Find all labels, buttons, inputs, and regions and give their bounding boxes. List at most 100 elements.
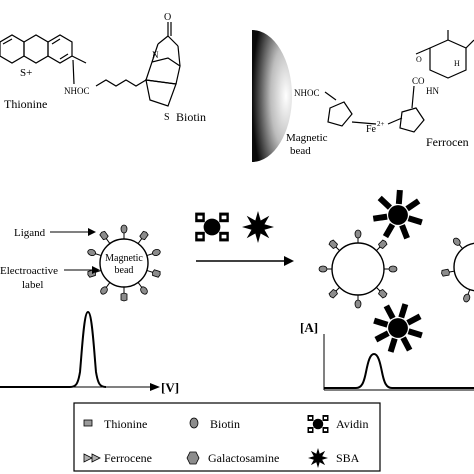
functionalized-bead-partial <box>441 237 474 303</box>
protein-arm <box>387 337 398 353</box>
label-head <box>152 269 161 278</box>
avidin-pocket <box>324 428 327 432</box>
avidin-pocket <box>221 234 227 239</box>
avidin-core <box>312 418 324 430</box>
sba-star <box>308 448 328 468</box>
protein-arm <box>407 215 423 226</box>
legend-sba: SBA <box>336 451 360 465</box>
biotin-n-label: N <box>152 50 159 60</box>
ligand-head <box>318 265 328 273</box>
voltammogram-right: [A] <box>300 320 474 391</box>
o-label: O <box>416 55 422 64</box>
right-axis-label: [A] <box>300 320 318 335</box>
biotin-label: Biotin <box>176 110 206 124</box>
magnetic-bead-shaded <box>252 30 292 162</box>
avidin-bound <box>372 189 423 240</box>
hn-label: HN <box>426 86 439 96</box>
avidin-pocket <box>309 428 312 432</box>
protein-arm <box>374 330 390 343</box>
avidin-protein <box>195 212 229 242</box>
protein-arm <box>383 304 396 320</box>
protein-arm <box>405 198 421 212</box>
label-head <box>120 292 128 302</box>
ligand-head <box>120 224 128 234</box>
functionalized-bead-right <box>318 189 423 353</box>
ligand-label: Ligand <box>14 227 46 239</box>
label-head <box>139 230 149 241</box>
legend-biotin: Biotin <box>210 417 240 431</box>
ferrocene-label: Ferrocen <box>426 135 469 149</box>
protein-arm <box>372 213 388 222</box>
avidin-pocket <box>309 416 312 420</box>
ligand-head <box>140 286 148 295</box>
thionine-icon <box>83 419 93 427</box>
biotin-icon <box>189 417 199 429</box>
label-head <box>328 239 338 249</box>
ligand-head <box>354 299 362 309</box>
protein-core <box>388 318 408 338</box>
h-label: H <box>454 59 460 68</box>
galactosamine-icon <box>186 451 200 465</box>
label-head <box>328 289 338 299</box>
bead-label-2: bead <box>115 265 134 276</box>
functionalized-bead-left: Magnetic bead <box>87 224 161 302</box>
legend-galactosamine: Galactosamine <box>208 451 279 465</box>
legend-avidin: Avidin <box>336 417 368 431</box>
iron-label: Fe <box>366 124 377 135</box>
protein-arm <box>382 223 396 239</box>
bead-amide-label: NHOC <box>294 88 320 98</box>
middle-scheme: Magnetic bead Ligand Electroactive label <box>0 189 474 353</box>
protein-arm <box>400 336 413 352</box>
magnetic-bead-partial <box>453 242 474 292</box>
ligand-head <box>100 286 108 295</box>
sba-icon <box>308 448 328 468</box>
co-label: CO <box>412 76 425 86</box>
protein-arm <box>407 328 423 339</box>
iron-charge-label: 2+ <box>377 120 385 128</box>
legend: Thionine Biotin Avidin Ferrocene Galacto… <box>73 402 381 472</box>
avidin-pocket <box>197 234 203 239</box>
avidin-pocket <box>324 416 327 420</box>
electroactive-label-1: Electroactive <box>0 265 58 277</box>
magnetic-bead-right <box>331 242 385 296</box>
top-bead-label-1: Magnetic <box>286 132 328 144</box>
sba-bound <box>373 303 423 353</box>
protein-arm <box>398 303 409 319</box>
ligand-head <box>354 229 362 239</box>
protein-arm <box>395 189 403 205</box>
bead-label-1: Magnetic <box>105 253 143 264</box>
avidin-icon <box>307 415 329 433</box>
sba-protein <box>242 211 274 243</box>
bead-ligand-spikes-partial <box>441 237 471 303</box>
voltammogram-left: [V] <box>0 310 179 395</box>
sba-star <box>242 211 274 243</box>
amide-label: NHOC <box>64 86 90 96</box>
protein-arm <box>377 195 392 210</box>
ligand-head <box>388 265 398 273</box>
ligand-head <box>152 248 161 257</box>
label-head <box>378 239 388 249</box>
ligand-head <box>463 293 471 303</box>
left-axis-label: [V] <box>161 380 179 395</box>
bead-ligand-spikes <box>87 224 161 302</box>
biotin-s-label: S <box>164 112 170 123</box>
ferrocene-icon <box>83 453 101 463</box>
sulfur-label: S+ <box>20 67 32 79</box>
avidin-pocket <box>221 215 227 220</box>
label-head <box>99 230 109 241</box>
electroactive-label-2: label <box>22 279 43 291</box>
legend-thionine: Thionine <box>104 417 147 431</box>
protein-core <box>388 205 408 225</box>
ligand-head <box>87 248 96 257</box>
label-head <box>378 289 388 299</box>
protein-arm <box>399 224 410 240</box>
magnetic-bead-left <box>99 238 149 288</box>
ligand-head <box>452 237 461 246</box>
top-bead-label-2: bead <box>290 145 311 157</box>
legend-box <box>73 402 381 472</box>
thionine-label: Thionine <box>4 97 47 111</box>
label-head <box>441 268 450 277</box>
bead-ligand-spikes-right <box>318 229 398 309</box>
magnetic-bead-ferrocene-structure: NHOC Fe 2+ CO HN O H Magnetic bead Ferro… <box>252 30 474 162</box>
